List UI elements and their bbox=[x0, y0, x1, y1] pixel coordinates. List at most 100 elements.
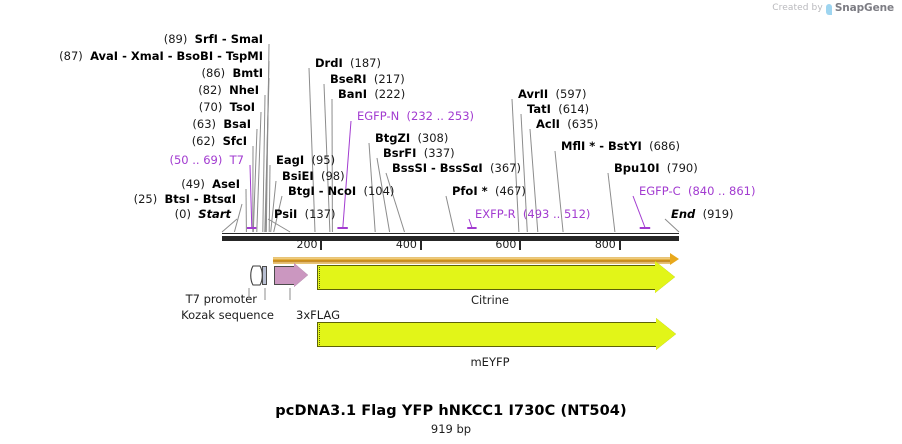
enzyme-name: End bbox=[671, 207, 696, 221]
enzyme-position: (62) bbox=[191, 134, 216, 148]
enzyme-label-bmti[interactable]: (86) BmtI bbox=[0, 66, 263, 80]
enzyme-position: (635) bbox=[567, 117, 599, 131]
enzyme-position: (49) bbox=[181, 177, 205, 191]
enzyme-position: (137) bbox=[304, 207, 336, 221]
enzyme-name: AseI bbox=[212, 177, 240, 191]
enzyme-name: DrdI bbox=[315, 56, 343, 70]
enzyme-position: (50 .. 69) bbox=[169, 153, 223, 167]
enzyme-name: EGFP-N bbox=[357, 109, 400, 123]
snapgene-logo-icon bbox=[825, 3, 832, 15]
enzyme-label-start[interactable]: (0) Start bbox=[0, 207, 231, 221]
meyfp-label: mEYFP bbox=[470, 355, 510, 369]
enzyme-position: (63) bbox=[192, 117, 217, 131]
citrine-gene-arrow[interactable] bbox=[316, 261, 675, 293]
enzyme-position: (686) bbox=[649, 139, 681, 153]
enzyme-label-asei[interactable]: (49) AseI bbox=[0, 177, 240, 191]
enzyme-name: EGFP-C bbox=[639, 184, 681, 198]
ruler-tick bbox=[618, 241, 621, 250]
enzyme-label-btgi-ncoi[interactable]: BtgI - NcoI (104) bbox=[288, 184, 394, 198]
enzyme-position: (597) bbox=[555, 87, 587, 101]
enzyme-label-avrii[interactable]: AvrII (597) bbox=[518, 87, 586, 101]
enzyme-label-bsssi-bsssai[interactable]: BssSI - BssSαI (367) bbox=[392, 161, 521, 175]
enzyme-position: (70) bbox=[198, 100, 223, 114]
t7-promoter-glyph[interactable] bbox=[250, 264, 263, 287]
enzyme-label-eagi[interactable]: EagI (95) bbox=[276, 153, 335, 167]
enzyme-name: TsoI bbox=[229, 100, 255, 114]
enzyme-name: TatI bbox=[527, 102, 551, 116]
enzyme-position: (308) bbox=[417, 131, 449, 145]
t7-promoter-label: T7 promoter bbox=[185, 292, 257, 306]
3xflag-arrow-body bbox=[273, 266, 294, 285]
enzyme-name: BmtI bbox=[232, 66, 263, 80]
kozak-sequence-block[interactable] bbox=[261, 266, 267, 285]
enzyme-label-pfoi[interactable]: PfoI * (467) bbox=[452, 184, 526, 198]
enzyme-position: (87) bbox=[59, 49, 83, 63]
3xflag-label: 3xFLAG bbox=[296, 308, 340, 322]
enzyme-label-bsrfi[interactable]: BsrFI (337) bbox=[383, 146, 455, 160]
enzyme-label-tati[interactable]: TatI (614) bbox=[527, 102, 589, 116]
enzyme-position: (367) bbox=[490, 161, 521, 175]
enzyme-label-end[interactable]: End (919) bbox=[671, 207, 734, 221]
enzyme-name: EagI bbox=[276, 153, 305, 167]
enzyme-label-t7[interactable]: (50 .. 69) T7 bbox=[0, 153, 244, 167]
enzyme-name: BtgI - NcoI bbox=[288, 184, 357, 198]
enzyme-name: BanI bbox=[338, 87, 367, 101]
citrine-arrow-head bbox=[654, 261, 675, 293]
enzyme-label-bsiei[interactable]: BsiEI (98) bbox=[282, 169, 345, 183]
watermark-created-by: Created by bbox=[772, 3, 823, 13]
kozak-sequence-label: Kozak sequence bbox=[181, 308, 274, 322]
enzyme-name: AvaI - XmaI - BsoBI - TspMI bbox=[90, 49, 263, 63]
enzyme-name: AclI bbox=[536, 117, 560, 131]
enzyme-name: AvrII bbox=[518, 87, 549, 101]
enzyme-position: (337) bbox=[423, 146, 455, 160]
snapgene-watermark: Created by SnapGene bbox=[772, 2, 894, 15]
ruler-tick bbox=[419, 241, 422, 250]
watermark-brand: SnapGene bbox=[834, 2, 894, 14]
enzyme-label-bseri[interactable]: BseRI (217) bbox=[330, 72, 405, 86]
enzyme-position: (25) bbox=[133, 192, 158, 206]
ruler-tick bbox=[519, 241, 522, 250]
enzyme-label-egfp-c[interactable]: EGFP-C (840 .. 861) bbox=[639, 184, 755, 198]
enzyme-label-nhei[interactable]: (82) NheI bbox=[0, 83, 259, 97]
enzyme-name: Bpu10I bbox=[614, 161, 660, 175]
meyfp-start-dash-icon bbox=[318, 324, 320, 345]
enzyme-label-btgzi[interactable]: BtgZI (308) bbox=[375, 131, 448, 145]
enzyme-name: BsiEI bbox=[282, 169, 314, 183]
meyfp-gene-arrow[interactable] bbox=[316, 318, 676, 350]
enzyme-name: PsiI bbox=[274, 207, 298, 221]
enzyme-position: (187) bbox=[350, 56, 381, 70]
enzyme-position: (98) bbox=[321, 169, 345, 183]
enzyme-label-psii[interactable]: PsiI (137) bbox=[274, 207, 336, 221]
orf-arrow-body bbox=[273, 257, 670, 264]
enzyme-label-avai-group[interactable]: (87) AvaI - XmaI - BsoBI - TspMI bbox=[0, 49, 263, 63]
citrine-label: Citrine bbox=[470, 293, 510, 307]
enzyme-label-acli[interactable]: AclI (635) bbox=[536, 117, 598, 131]
enzyme-name: BseRI bbox=[330, 72, 367, 86]
enzyme-position: (614) bbox=[558, 102, 590, 116]
enzyme-label-egfp-n[interactable]: EGFP-N (232 .. 253) bbox=[357, 109, 474, 123]
orf-arrow-head bbox=[669, 253, 679, 265]
enzyme-label-bpu10i[interactable]: Bpu10I (790) bbox=[614, 161, 698, 175]
enzyme-label-bsai[interactable]: (63) BsaI bbox=[0, 117, 251, 131]
enzyme-label-mfli-bstyi[interactable]: MflI * - BstYI (686) bbox=[561, 139, 680, 153]
3xflag-arrow[interactable] bbox=[273, 263, 308, 287]
citrine-start-dash-icon bbox=[318, 267, 320, 288]
enzyme-label-tsoi[interactable]: (70) TsoI bbox=[0, 100, 255, 114]
meyfp-arrow-body bbox=[316, 322, 656, 347]
enzyme-label-srfi-smai[interactable]: (89) SrfI - SmaI bbox=[0, 32, 263, 46]
ruler-tick-label: 200 bbox=[296, 238, 318, 251]
enzyme-label-drdi[interactable]: DrdI (187) bbox=[315, 56, 381, 70]
enzyme-name: SfcI bbox=[222, 134, 247, 148]
ruler-tick-label: 800 bbox=[594, 238, 616, 251]
page-title: pcDNA3.1 Flag YFP hNKCC1 I730C (NT504) bbox=[275, 403, 627, 419]
sequence-backbone[interactable] bbox=[222, 236, 679, 241]
enzyme-name: T7 bbox=[229, 153, 244, 167]
enzyme-name: EXFP-R bbox=[475, 207, 516, 221]
enzyme-label-bani[interactable]: BanI (222) bbox=[338, 87, 405, 101]
enzyme-label-sfci[interactable]: (62) SfcI bbox=[0, 134, 247, 148]
enzyme-label-exfp-r[interactable]: EXFP-R (493 .. 512) bbox=[475, 207, 590, 221]
orf-arrow[interactable] bbox=[273, 253, 679, 265]
enzyme-label-btsi-btsai[interactable]: (25) BtsI - BtsαI bbox=[0, 192, 236, 206]
